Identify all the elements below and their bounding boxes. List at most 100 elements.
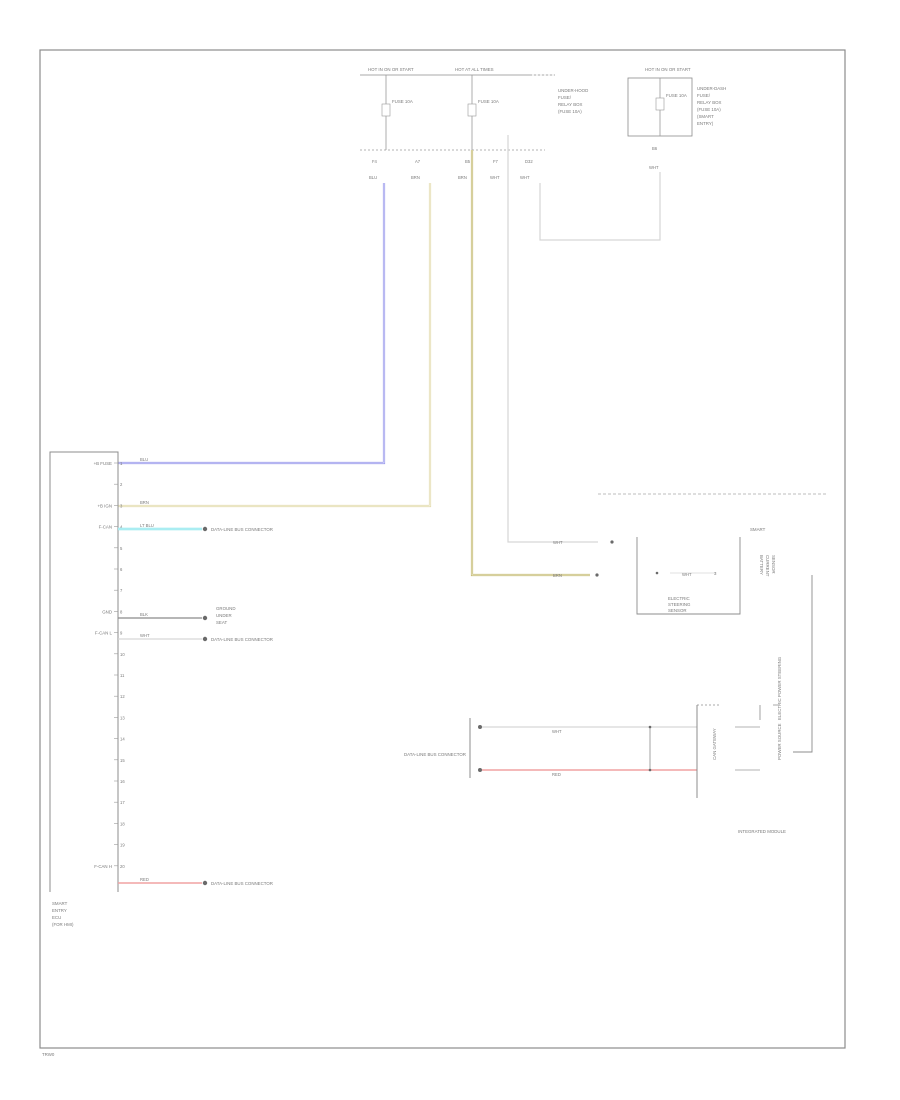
svg-text:RED: RED bbox=[552, 772, 561, 777]
ecu-name-line: ENTRY bbox=[52, 908, 67, 913]
diagram-frame bbox=[39, 49, 846, 1049]
top-pin-color: BRN bbox=[411, 175, 420, 180]
svg-text:RELAY BOX: RELAY BOX bbox=[697, 100, 722, 105]
ecu-pin-number: 18 bbox=[120, 821, 125, 826]
dest-label: GROUND bbox=[216, 606, 236, 611]
top-pin: F4 bbox=[372, 159, 378, 164]
svg-text:POWER SOURCE: POWER SOURCE bbox=[777, 723, 782, 760]
svg-text:ELECTRIC POWER STEERING: ELECTRIC POWER STEERING bbox=[777, 656, 782, 720]
svg-text:SENSOR: SENSOR bbox=[771, 555, 776, 574]
wht-loop-wire bbox=[539, 172, 661, 241]
diagram-code: TRW0 bbox=[42, 1052, 55, 1057]
ecu-pin-number: 20 bbox=[120, 864, 125, 869]
ecu-pin-number: 5 bbox=[120, 546, 123, 551]
sensor-side-label: BATTERY CURRENT SENSOR bbox=[759, 555, 776, 577]
sensor-outline bbox=[636, 537, 741, 615]
connector-dot bbox=[202, 880, 208, 886]
ecu-pin-number: 1 bbox=[120, 461, 123, 466]
ecu-pin-number: 10 bbox=[120, 652, 125, 657]
connector-dot bbox=[595, 573, 599, 577]
electric-steering-sensor: SMART WHT 3 ELECTRIC STEERING SENSOR BAT… bbox=[553, 527, 776, 615]
left-source-label: HOT IN ON OR START bbox=[368, 67, 414, 72]
dest-label: DATA-LINE BUS CONNECTOR bbox=[211, 881, 273, 886]
svg-text:UNDER-DASH: UNDER-DASH bbox=[697, 86, 726, 91]
svg-text:SENSOR: SENSOR bbox=[668, 608, 687, 613]
svg-text:CAN GATEWAY: CAN GATEWAY bbox=[712, 728, 717, 760]
dest-label: DATA-LINE BUS CONNECTOR bbox=[211, 637, 273, 642]
ecu-pin-number: 16 bbox=[120, 779, 125, 784]
dest-label: SEAT bbox=[216, 620, 227, 625]
ecu-pin-number: 11 bbox=[120, 673, 125, 678]
svg-text:FUSE/: FUSE/ bbox=[558, 95, 572, 100]
dest-label: UNDER bbox=[216, 613, 232, 618]
right-top-pin: B6 bbox=[652, 146, 658, 151]
ecu-pin-number: 14 bbox=[120, 737, 125, 742]
sensor-wire-label: BRN bbox=[553, 573, 562, 578]
top-pin-color: BLU bbox=[369, 175, 377, 180]
ecu-pin-name: GND bbox=[102, 609, 112, 614]
wire-color-label: LT BLU bbox=[140, 523, 154, 528]
wire-color-label: BRN bbox=[140, 500, 149, 505]
wire-color-label: RED bbox=[140, 877, 149, 882]
svg-text:UNDER-HOOD: UNDER-HOOD bbox=[558, 88, 588, 93]
connector-dot bbox=[202, 615, 208, 621]
top-pin: A7 bbox=[415, 159, 421, 164]
ecu-pin-number: 15 bbox=[120, 758, 125, 763]
top-pin-color: BRN bbox=[458, 175, 467, 180]
underhood-box-label: UNDER-HOOD FUSE/ RELAY BOX (FUSE 10A) bbox=[558, 88, 588, 114]
top-pin-color: WHT bbox=[520, 175, 530, 180]
svg-text:ENTRY): ENTRY) bbox=[697, 121, 714, 126]
connector-dot bbox=[202, 526, 208, 532]
right-source-label: HOT IN ON OR START bbox=[645, 67, 691, 72]
integrated-module-group: DATA-LINE BUS CONNECTOR WHT RED CAN GATE… bbox=[404, 575, 813, 834]
ecu-pin-name: F-CAN L bbox=[95, 631, 113, 636]
ecu-pin-number: 7 bbox=[120, 588, 123, 593]
wht-wire-sensor bbox=[507, 135, 598, 543]
svg-text:WHT: WHT bbox=[552, 729, 562, 734]
dest-label: DATA-LINE BUS CONNECTOR bbox=[211, 527, 273, 532]
ecu-pin-number: 3 bbox=[120, 503, 123, 508]
top-pin: B5 bbox=[465, 159, 471, 164]
wire-color-label: BLU bbox=[140, 457, 148, 462]
ecu-pin-number: 12 bbox=[120, 694, 125, 699]
right-fuse-label: FUSE 10A bbox=[666, 93, 687, 98]
ecu-pin-number: 4 bbox=[120, 525, 123, 530]
top-pin: D32 bbox=[525, 159, 533, 164]
sensor-wire-label: WHT bbox=[553, 540, 563, 545]
bottom-connector-label: DATA-LINE BUS CONNECTOR bbox=[404, 752, 466, 757]
ecu-pin-name: +B FUSE bbox=[94, 461, 112, 466]
ecu-pin-number: 8 bbox=[120, 609, 123, 614]
mid-fuse-label: FUSE 10A bbox=[478, 99, 499, 104]
sensor-header: SMART bbox=[750, 527, 766, 532]
svg-text:CURRENT: CURRENT bbox=[765, 555, 770, 577]
mid-source-label: HOT AT ALL TIMES bbox=[455, 67, 494, 72]
ecu-pin-name: +B IGN bbox=[97, 503, 112, 508]
module-label: INTEGRATED MODULE bbox=[738, 829, 786, 834]
ecu-pin-number: 2 bbox=[120, 482, 123, 487]
sensor-wire-label: WHT bbox=[682, 572, 692, 577]
under-dash-box-label: UNDER-DASH FUSE/ RELAY BOX (FUSE 10A) (S… bbox=[697, 86, 726, 126]
ecu-name-line: ECU bbox=[52, 915, 61, 920]
connector-dot bbox=[610, 540, 614, 544]
svg-text:BATTERY: BATTERY bbox=[759, 555, 764, 575]
brn-wire-sensor bbox=[470, 150, 590, 577]
ecu-pin-number: 17 bbox=[120, 800, 125, 805]
ecu-pin-number: 6 bbox=[120, 567, 123, 572]
power-source-header: HOT IN ON OR START HOT AT ALL TIMES FUSE… bbox=[360, 67, 726, 170]
ecu-pin-name: F-CAN bbox=[99, 525, 112, 530]
ecu-pin-name: F-CAN H bbox=[94, 864, 112, 869]
connector-dot bbox=[202, 636, 208, 642]
wire-color-label: WHT bbox=[140, 633, 150, 638]
sensor-pin: 3 bbox=[714, 571, 717, 576]
top-pin-color: WHT bbox=[490, 175, 500, 180]
ecu-name-line: SMART bbox=[52, 901, 68, 906]
ecu-outline bbox=[49, 451, 119, 892]
mid-fuse-icon bbox=[467, 103, 477, 117]
wire-color-label: BLK bbox=[140, 612, 148, 617]
svg-text:(FUSE 10A): (FUSE 10A) bbox=[558, 109, 582, 114]
right-top-wire-label: WHT bbox=[649, 165, 659, 170]
svg-text:RELAY BOX: RELAY BOX bbox=[558, 102, 583, 107]
ecu-pin-number: 13 bbox=[120, 715, 125, 720]
